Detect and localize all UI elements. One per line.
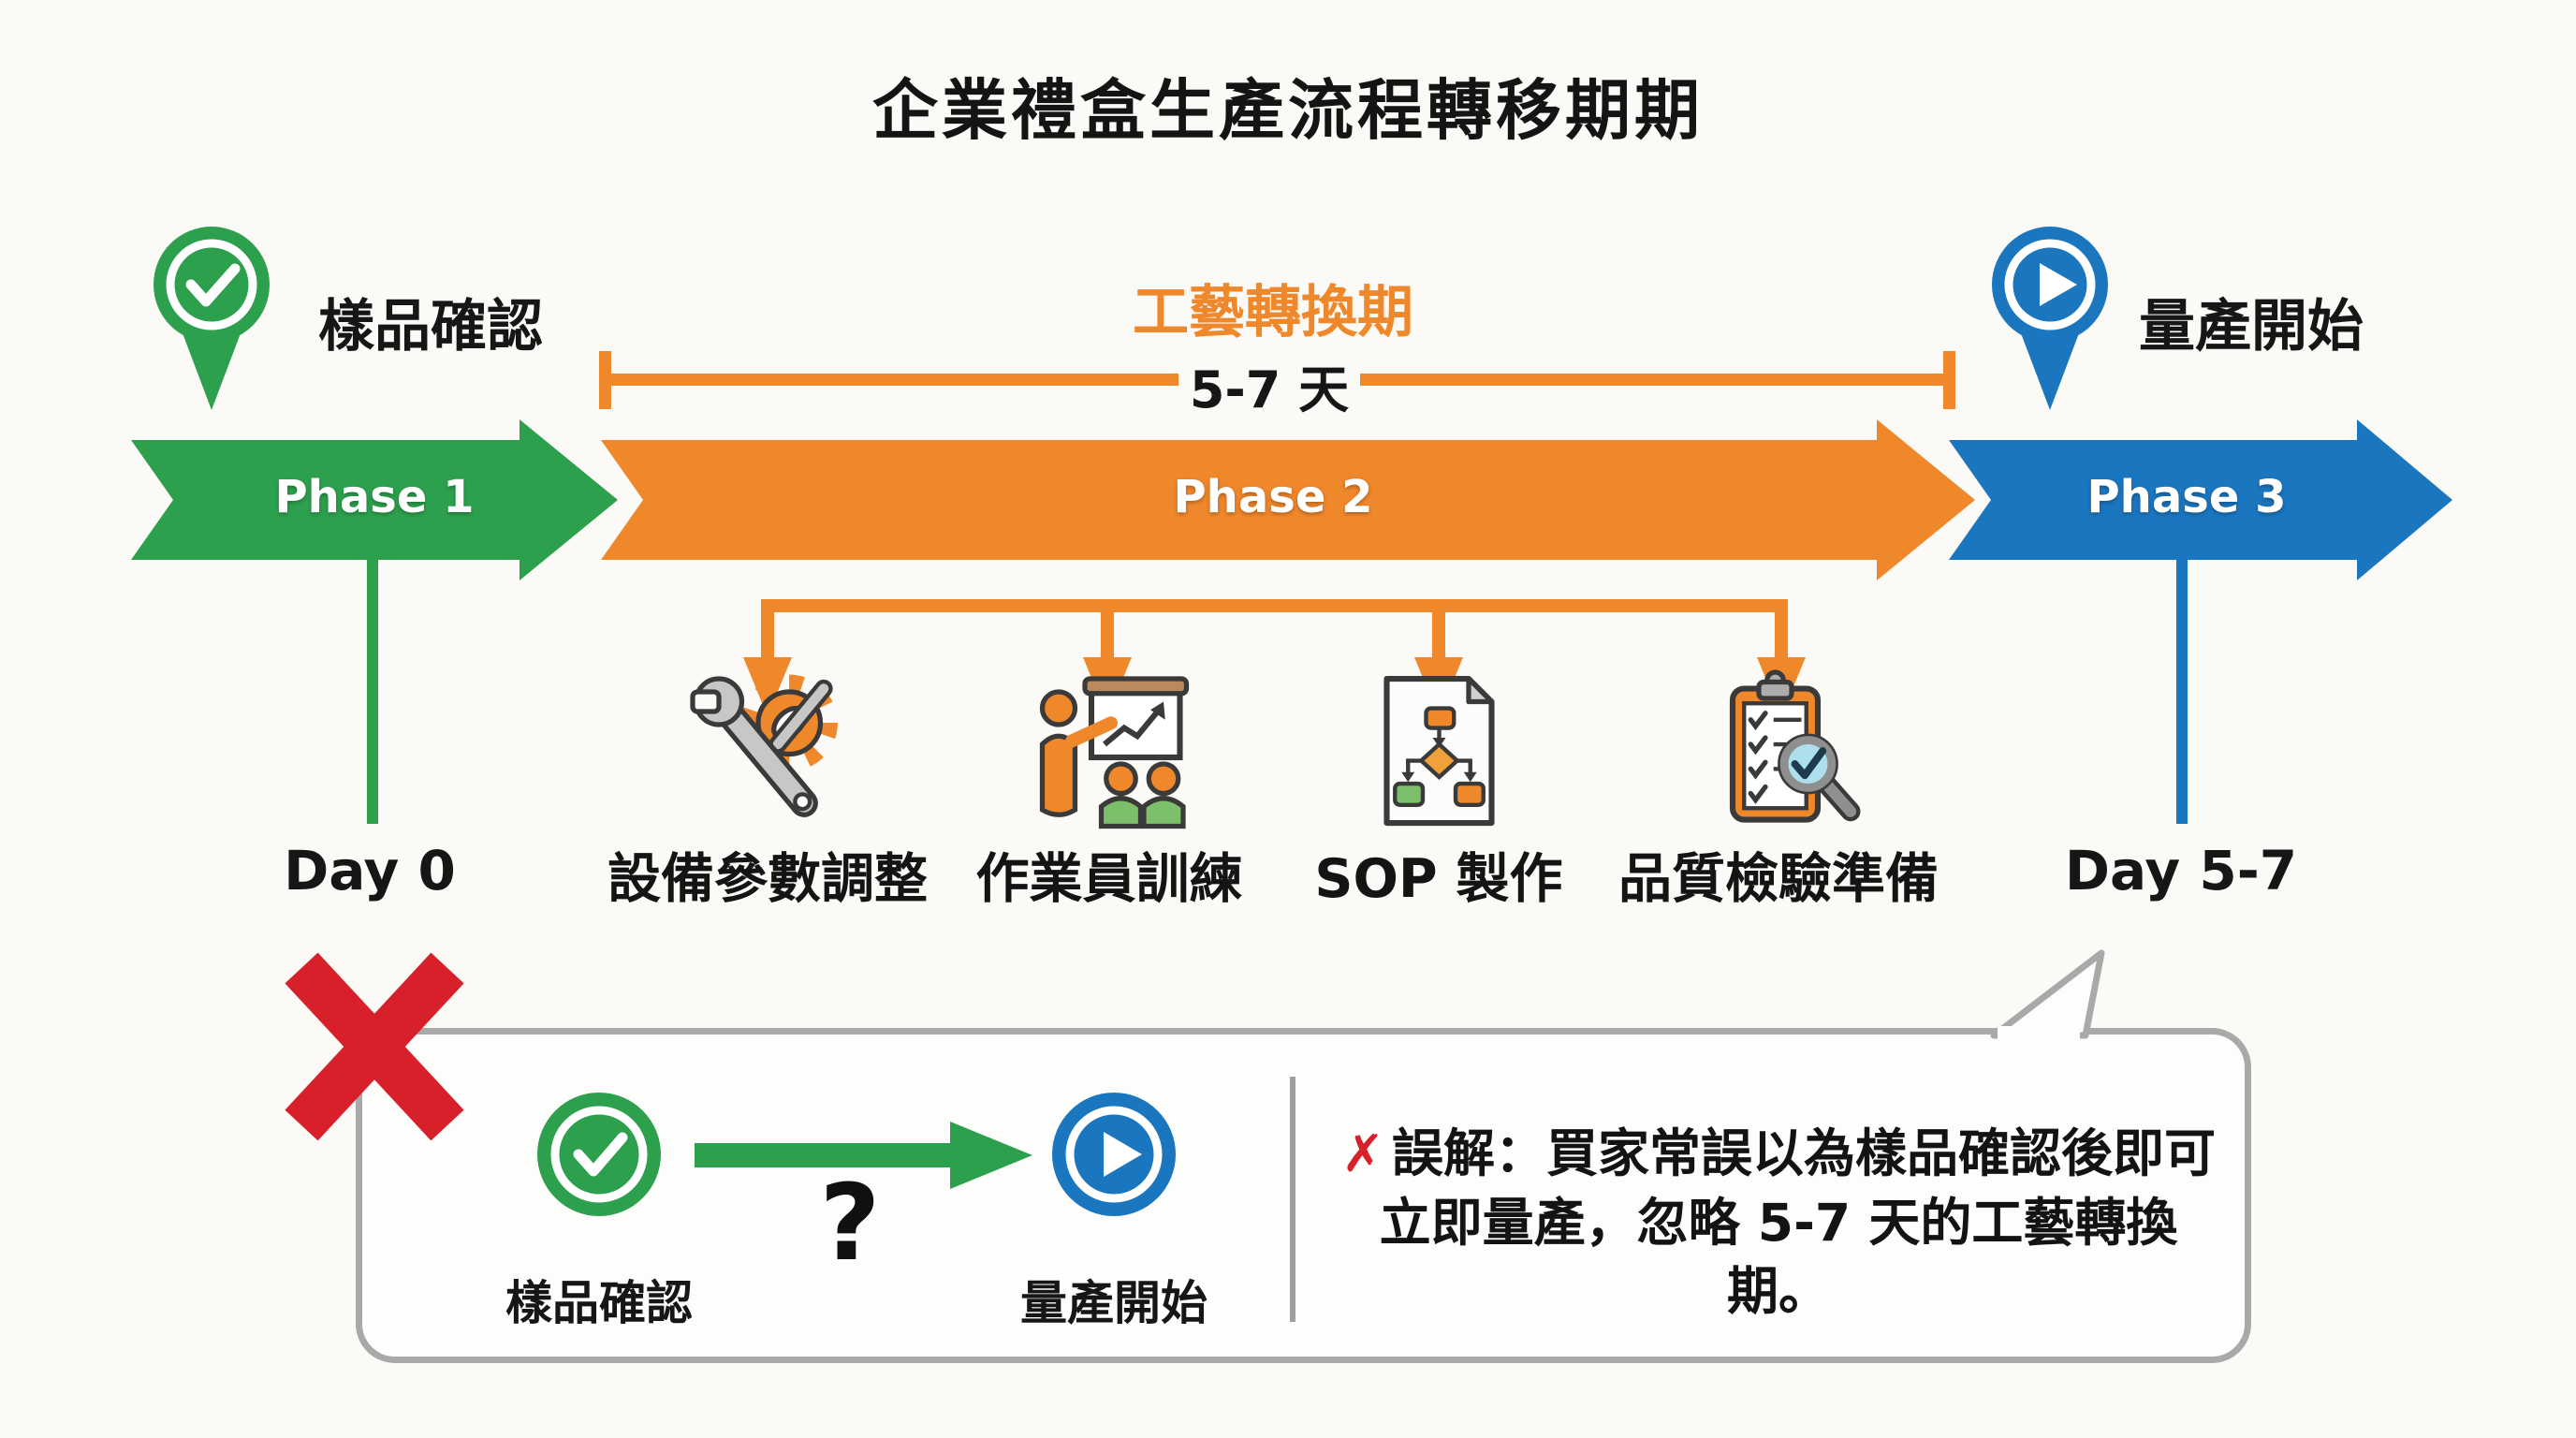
question-mark: ?	[819, 1163, 881, 1284]
sop-document-icon	[1383, 675, 1495, 827]
misconception-line2: 立即量產，忽略 5-7 天的工藝轉換期。	[1379, 1192, 2178, 1322]
wrench-gear-icon	[690, 674, 838, 817]
day0-connector-line	[367, 560, 378, 824]
bubble-tail	[1990, 949, 2105, 1041]
bracket-right-segment	[1360, 374, 1943, 386]
task-label-sop: SOP 製作	[1314, 848, 1563, 910]
phase2-arrow	[601, 419, 1975, 580]
play-pin-icon	[1992, 227, 2108, 410]
phase2-label: Phase 2	[1173, 471, 1373, 523]
task-label-training: 作業員訓練	[975, 848, 1243, 910]
small-red-cross-icon: ✗	[1340, 1123, 1385, 1183]
phase1-label: Phase 1	[274, 471, 475, 523]
bubble-divider	[1290, 1077, 1295, 1322]
misconception-text: ✗誤解：買家常誤以為樣品確認後即可 立即量產，忽略 5-7 天的工藝轉換期。	[1329, 1120, 2228, 1327]
task-label-quality: 品質檢驗準備	[1618, 848, 1939, 910]
bracket-left-segment	[611, 374, 1178, 386]
day57-connector-line	[2176, 560, 2188, 824]
start-marker-label: 樣品確認	[318, 294, 543, 360]
check-pin-icon	[154, 227, 270, 410]
red-cross-icon	[285, 952, 464, 1141]
transition-title: 工藝轉換期	[1133, 280, 1413, 345]
phase3-label: Phase 3	[2086, 471, 2287, 523]
end-marker-label: 量產開始	[2139, 294, 2364, 360]
phase-arrows	[131, 419, 2452, 580]
misconception-line1: ✗誤解：買家常誤以為樣品確認後即可	[1329, 1120, 2228, 1189]
day-end-label: Day 5-7	[2064, 839, 2298, 902]
quality-inspection-icon	[1729, 669, 1861, 823]
bracket-left-tick	[599, 351, 611, 409]
duration-label: 5-7 天	[1189, 360, 1350, 419]
task-distribution-bracket	[743, 599, 1806, 716]
misconception-bubble	[356, 1028, 2251, 1363]
sample-check-icon	[537, 1093, 661, 1216]
operator-training-icon	[1039, 676, 1190, 829]
bracket-right-tick	[1943, 351, 1955, 409]
sample-check-label: 樣品確認	[505, 1276, 693, 1330]
mass-production-label: 量產開始	[1020, 1276, 1208, 1330]
phase3-arrow	[1949, 419, 2452, 580]
phase1-arrow	[131, 419, 618, 580]
day-start-label: Day 0	[284, 839, 456, 902]
page-title: 企業禮盒生產流程轉移期期	[872, 72, 1704, 149]
mass-production-play-icon	[1052, 1093, 1176, 1216]
task-label-equipment: 設備參數調整	[607, 848, 928, 910]
skip-arrow	[695, 1122, 1032, 1189]
misconception-line1-text: 誤解：買家常誤以為樣品確認後即可	[1392, 1123, 2217, 1183]
